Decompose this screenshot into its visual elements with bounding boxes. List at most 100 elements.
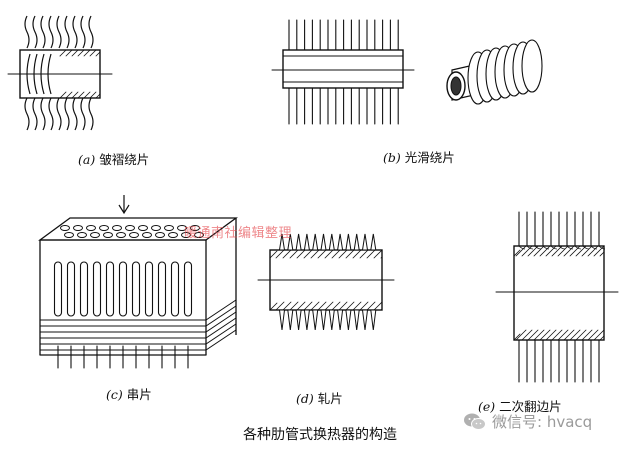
hatch-line [533,245,545,257]
tube-hole [168,232,178,238]
hatch-line [71,91,79,99]
tube-wall-hatch-top [513,245,605,257]
hatch-line [515,329,527,341]
fin-flange [574,245,582,250]
tube-column [170,261,180,317]
fin-flange [582,245,590,250]
wrinkled-fin-front [47,53,52,95]
hatch-line [527,329,539,341]
rolled-fin-top [312,233,319,251]
hatch-line [533,329,545,341]
figure-b-smooth-wound-fin-section [271,19,415,125]
figure-title: 各种肋管式换热器的构造 [243,427,397,443]
fin-flange [526,245,534,250]
hatch-line [515,245,527,257]
plate-fin [40,329,237,351]
tube-hole [90,232,100,238]
hatch-line [345,301,355,311]
tube-hole [194,232,204,238]
rolled-fin-bottom [337,309,344,331]
tube-wall-hatch-top [59,49,101,57]
tube-column [131,261,141,317]
wrinkled-fin-front [26,53,31,95]
hatch-line [331,301,341,311]
figure-c-plate-fin-block [38,195,238,369]
hatch-line [83,49,91,57]
hatch-line [269,250,278,259]
hatch-line [513,333,521,341]
hatch-line [359,249,369,259]
hatch-line [296,301,306,311]
tube-column [105,261,115,317]
tube-column [53,261,63,317]
wrinkled-fin [40,15,46,131]
tube-hole [73,225,83,231]
caption-c-letter: (c) [106,387,123,402]
hatch-line [95,51,101,57]
fin-flange [518,245,526,250]
block-edges [39,218,237,355]
caption-d: (d) 轧片 [296,388,343,407]
hatch-line [352,249,362,259]
tube-hole [129,232,139,238]
rolled-fin-top [337,233,344,251]
hatch-line [289,301,299,311]
wrinkled-fin [24,15,30,131]
figure-b-smooth-wound-fin-perspective [446,39,543,105]
hatch-line [331,249,341,259]
caption-e-text: 二次翻边片 [499,399,562,414]
tube-hole [77,232,87,238]
hatch-line [545,329,557,341]
tube-hole [155,232,165,238]
hatch-line [282,301,292,311]
hatch-line [587,245,599,257]
rolled-fin-top [328,233,335,251]
caption-a: (a) 皱褶绕片 [78,149,149,168]
rolled-fin-bottom [345,309,352,331]
tube-hole [103,232,113,238]
wechat-badge: 微信号: hvacq [463,411,592,432]
tube-hole [177,225,187,231]
plate-fin [40,317,237,339]
rolled-fin-top [361,233,369,251]
watermark-text: 暖通南社编辑整理 [184,226,293,241]
hatch-line [345,249,355,259]
rolled-fin-top [370,233,377,251]
hatch-line [269,302,278,311]
fin-flange [542,245,550,250]
tube-hole [99,225,109,231]
tube-hole [125,225,135,231]
hatch-line [587,329,599,341]
rolled-fin-bottom [370,309,377,331]
hatch-line [563,329,575,341]
rolled-fin-top [353,233,360,251]
hatch-line [593,245,605,257]
tube-column [66,261,76,317]
rolled-fin-bottom [320,309,327,331]
caption-d-letter: (d) [296,391,314,406]
hatch-line [359,301,369,311]
hatch-line [89,91,97,99]
rolled-fin-bottom [353,309,360,331]
rolled-fin-bottom [303,309,310,331]
wrinkled-fin [48,15,54,131]
hatch-line [303,249,313,259]
tube-wall-hatch-bottom [513,329,605,341]
hatch-line [65,91,73,99]
hatch-line [282,249,292,259]
figure-d-rolled-fin [257,233,395,331]
tube-column [79,261,89,317]
tube-column [118,261,128,317]
airflow-arrow [118,195,130,215]
tube-hole [112,225,122,231]
hatch-line [317,301,327,311]
caption-b: (b) 光滑绕片 [383,147,455,166]
hatch-line [557,329,569,341]
wechat-label: 微信号: hvacq [492,413,593,431]
hatch-line [77,49,85,57]
hatch-line [545,245,557,257]
hatch-line [296,249,306,259]
hatch-line [521,329,533,341]
tube-hole [138,225,148,231]
caption-a-letter: (a) [78,152,96,167]
